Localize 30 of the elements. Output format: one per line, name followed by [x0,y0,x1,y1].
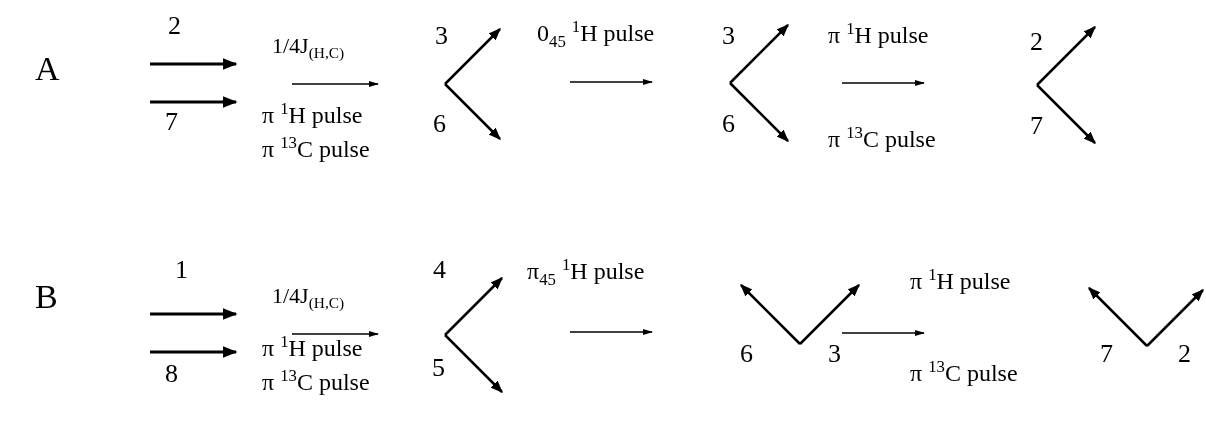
pulse-label: π $^{1}$H pulse [828,22,929,49]
pulse-label: π$_{45}$ $^{1}$H pulse [527,258,645,285]
vector-number: 6 [433,110,446,139]
vector-number: 1 [175,256,188,285]
vector-number: 6 [740,340,753,369]
pulse-label: π $^{1}$H pulse [910,268,1011,295]
vector-number: 3 [722,22,735,51]
vector-number: 2 [168,12,181,41]
vector-number: 3 [435,22,448,51]
pulse-label: 0$_{45}$ $^{1}$H pulse [537,20,655,47]
vector-number: 8 [165,360,178,389]
pulse-label: π $^{13}$C pulse [262,369,370,396]
vector-number: 7 [1100,340,1113,369]
row-label: B [35,278,58,316]
pulse-label: π $^{1}$H pulse [262,335,363,362]
vector-number: 7 [165,108,178,137]
vector-number: 2 [1030,28,1043,57]
vector-number: 4 [433,256,446,285]
pulse-label: π $^{1}$H pulse [262,102,363,129]
vector-number: 3 [828,340,841,369]
vector-number: 6 [722,110,735,139]
vector-number: 5 [432,354,445,383]
pulse-label: π $^{13}$C pulse [910,360,1018,387]
vector-number: 2 [1178,340,1191,369]
vector-number: 7 [1030,112,1043,141]
row-label: A [35,50,60,88]
pulse-label: π $^{13}$C pulse [262,136,370,163]
delay-label: 1/4J$_{(H,C)}$ [272,284,345,309]
delay-label: 1/4J$_{(H,C)}$ [272,34,345,59]
pulse-label: π $^{13}$C pulse [828,126,936,153]
